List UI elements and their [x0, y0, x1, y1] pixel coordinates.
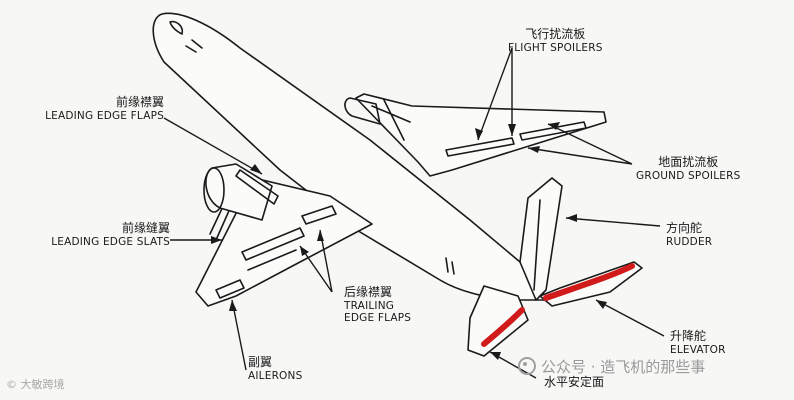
label-trailing-edge-flaps-zh: 后缘襟翼: [344, 285, 393, 299]
arrow-le-slats: [211, 236, 222, 244]
watermark-source: © 大敏跨境: [6, 376, 65, 392]
cockpit-window: [169, 20, 184, 35]
rudder-line: [533, 199, 541, 291]
watermark-source-text: 大敏跨境: [20, 378, 65, 391]
upper-wing-spoiler-2: [519, 121, 587, 141]
left-stabilizer: [467, 285, 529, 357]
label-elevator-zh: 升降舵: [670, 329, 707, 343]
arrow-ailerons: [229, 300, 237, 311]
arrow-stabilizer: [490, 352, 501, 360]
copyright-icon: ©: [6, 378, 17, 391]
arrow-ground-spoilers-2: [548, 122, 560, 130]
arrow-rudder: [566, 214, 577, 222]
label-leading-edge-slats-en: LEADING EDGE SLATS: [51, 235, 170, 248]
arrow-trailing-2: [317, 230, 324, 241]
nose-windows: [185, 39, 203, 53]
label-leading-edge-flaps-en: LEADING EDGE FLAPS: [45, 109, 164, 122]
label-ailerons-en: AILERONS: [248, 369, 303, 382]
label-flight-spoilers-en: FLIGHT SPOILERS: [508, 41, 603, 54]
label-flight-spoilers-zh: 飞行扰流板: [525, 27, 586, 41]
label-ailerons-zh: 副翼: [248, 355, 273, 369]
label-trailing-edge-flaps-en1: TRAILING: [344, 299, 395, 312]
engine-intake: [203, 167, 225, 213]
label-rudder: 方向舵 RUDDER: [666, 221, 713, 248]
label-elevator: 升降舵 ELEVATOR: [670, 329, 726, 356]
upper-wing-spoiler-1: [445, 137, 515, 157]
arrow-trailing-1: [300, 246, 309, 256]
label-rudder-zh: 方向舵: [666, 221, 703, 235]
label-trailing-edge-flaps-en2: EDGE FLAPS: [344, 311, 412, 324]
vertical-tail: [519, 177, 563, 301]
label-rudder-en: RUDDER: [666, 235, 713, 248]
leader-flight-spoilers: [477, 47, 513, 141]
label-horizontal-stabilizer: 水平安定面: [544, 375, 605, 390]
watermark-account-text: 公众号 · 造飞机的那些事: [541, 358, 706, 376]
leader-ailerons: [231, 299, 247, 371]
lower-wing-aileron: [215, 279, 245, 299]
leader-le-flaps: [163, 117, 263, 175]
fuselage-door: [445, 257, 455, 275]
label-ailerons: 副翼 AILERONS: [248, 355, 303, 382]
upper-engine: [344, 97, 381, 125]
label-ground-spoilers: 地面扰流板 GROUND SPOILERS: [636, 155, 741, 182]
lower-wing-flaps: [241, 205, 337, 271]
arrow-ground-spoilers-1: [528, 146, 540, 153]
watermark-account: 公众号 · 造飞机的那些事: [518, 356, 705, 377]
label-ground-spoilers-en: GROUND SPOILERS: [636, 169, 741, 182]
elevator-highlight-left: [481, 307, 525, 347]
arrow-le-flaps: [250, 164, 262, 174]
upper-wing: [355, 93, 607, 177]
leader-ground-spoilers: [527, 123, 633, 165]
label-leading-edge-slats-zh: 前缘缝翼: [121, 221, 170, 235]
leader-elevator: [595, 299, 665, 337]
arrow-flight-spoilers-2: [508, 124, 516, 136]
upper-wing-le: [371, 99, 411, 141]
label-trailing-edge-flaps: 后缘襟翼 TRAILING EDGE FLAPS: [344, 285, 412, 324]
label-elevator-en: ELEVATOR: [670, 343, 726, 356]
label-leading-edge-flaps: 前缘襟翼 LEADING EDGE FLAPS: [14, 95, 164, 122]
label-flight-spoilers: 飞行扰流板 FLIGHT SPOILERS: [508, 27, 603, 54]
label-leading-edge-slats: 前缘缝翼 LEADING EDGE SLATS: [14, 221, 170, 248]
elevator-highlight-right: [543, 263, 635, 301]
label-leading-edge-flaps-zh: 前缘襟翼: [115, 95, 164, 109]
leader-rudder: [565, 217, 661, 227]
label-horizontal-stabilizer-zh: 水平安定面: [544, 375, 605, 389]
arrow-elevator: [596, 300, 607, 309]
label-ground-spoilers-zh: 地面扰流板: [658, 155, 719, 169]
arrow-flight-spoilers-1: [475, 128, 483, 140]
engine-pylon: [235, 169, 279, 205]
wechat-icon: [518, 357, 536, 375]
